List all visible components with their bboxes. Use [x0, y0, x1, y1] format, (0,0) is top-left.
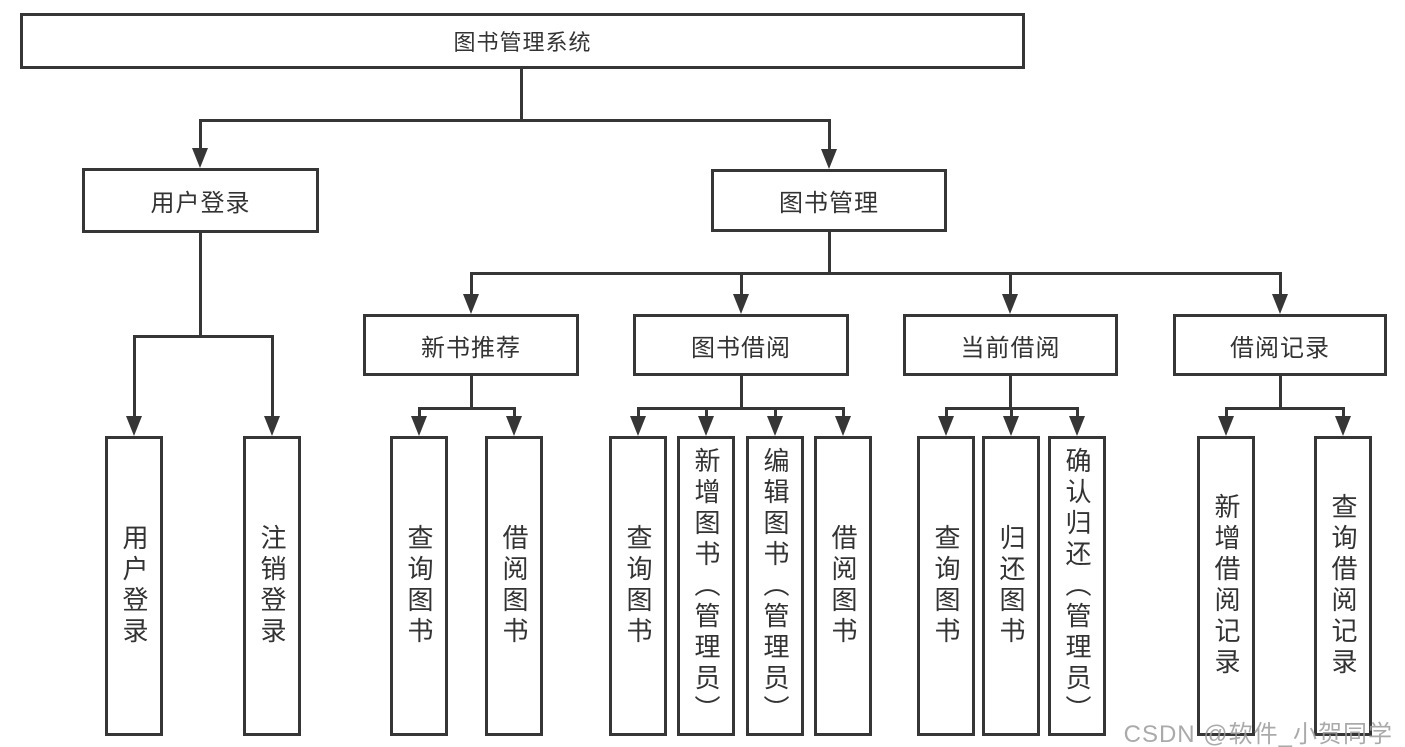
connector-line	[1225, 407, 1228, 418]
leaf-query-books-current: 查询图书	[917, 436, 975, 736]
arrow-down-icon	[411, 416, 427, 436]
connector-line	[418, 407, 515, 410]
arrow-down-icon	[192, 148, 208, 168]
connector-line	[842, 407, 845, 418]
node-book-management: 图书管理	[711, 169, 947, 232]
leaf-add-borrow-record: 新增借阅记录	[1197, 436, 1255, 736]
connector-line	[740, 376, 743, 407]
arrow-down-icon	[1002, 294, 1018, 314]
connector-line	[470, 376, 473, 407]
arrow-down-icon	[1069, 416, 1085, 436]
leaf-return-books: 归还图书	[982, 436, 1040, 736]
csdn-watermark: CSDN @软件_小贺同学	[1123, 721, 1393, 747]
connector-line	[637, 407, 844, 410]
leaf-query-borrow-record: 查询借阅记录	[1314, 436, 1372, 736]
node-user-login: 用户登录	[82, 168, 319, 233]
arrow-down-icon	[126, 416, 142, 436]
connector-line	[740, 272, 743, 296]
connector-line	[133, 335, 274, 338]
connector-line	[271, 335, 274, 418]
connector-line	[199, 233, 202, 335]
connector-line	[828, 232, 831, 272]
connector-line	[1009, 376, 1012, 407]
connector-line	[199, 119, 830, 122]
connector-line	[1342, 407, 1345, 418]
connector-line	[513, 407, 516, 418]
connector-line	[520, 69, 523, 119]
arrow-down-icon	[630, 416, 646, 436]
node-book-borrow: 图书借阅	[633, 314, 849, 376]
connector-line	[705, 407, 708, 418]
arrow-down-icon	[1218, 416, 1234, 436]
arrow-down-icon	[264, 416, 280, 436]
node-borrow-record: 借阅记录	[1173, 314, 1387, 376]
leaf-borrow-books: 借阅图书	[814, 436, 872, 736]
connector-line	[774, 407, 777, 418]
arrow-down-icon	[1272, 294, 1288, 314]
arrow-down-icon	[733, 294, 749, 314]
node-library-management-system: 图书管理系统	[20, 13, 1025, 69]
leaf-user-login: 用户登录	[105, 436, 163, 736]
connector-line	[828, 119, 831, 151]
leaf-borrow-books-recommend: 借阅图书	[485, 436, 543, 736]
arrow-down-icon	[835, 416, 851, 436]
connector-line	[945, 407, 948, 418]
leaf-confirm-return-admin: 确认归还（管理员）	[1048, 436, 1106, 736]
arrow-down-icon	[506, 416, 522, 436]
node-new-book-recommend: 新书推荐	[363, 314, 579, 376]
leaf-logout: 注销登录	[243, 436, 301, 736]
arrow-down-icon	[1003, 416, 1019, 436]
arrow-down-icon	[938, 416, 954, 436]
connector-line	[1279, 272, 1282, 296]
connector-line	[470, 272, 1281, 275]
connector-line	[418, 407, 421, 418]
connector-line	[1076, 407, 1079, 418]
arrow-down-icon	[767, 416, 783, 436]
connector-line	[1009, 272, 1012, 296]
leaf-query-books-recommend: 查询图书	[390, 436, 448, 736]
connector-line	[637, 407, 640, 418]
connector-line	[470, 272, 473, 296]
leaf-edit-books-admin: 编辑图书（管理员）	[746, 436, 804, 736]
arrow-down-icon	[463, 294, 479, 314]
connector-line	[199, 119, 202, 150]
connector-line	[1010, 407, 1013, 418]
arrow-down-icon	[821, 149, 837, 169]
connector-line	[1225, 407, 1344, 410]
leaf-query-books-borrow: 查询图书	[609, 436, 667, 736]
leaf-add-books-admin: 新增图书（管理员）	[677, 436, 735, 736]
node-current-borrow: 当前借阅	[903, 314, 1118, 376]
connector-line	[133, 335, 136, 418]
arrow-down-icon	[698, 416, 714, 436]
arrow-down-icon	[1335, 416, 1351, 436]
connector-line	[1279, 376, 1282, 407]
